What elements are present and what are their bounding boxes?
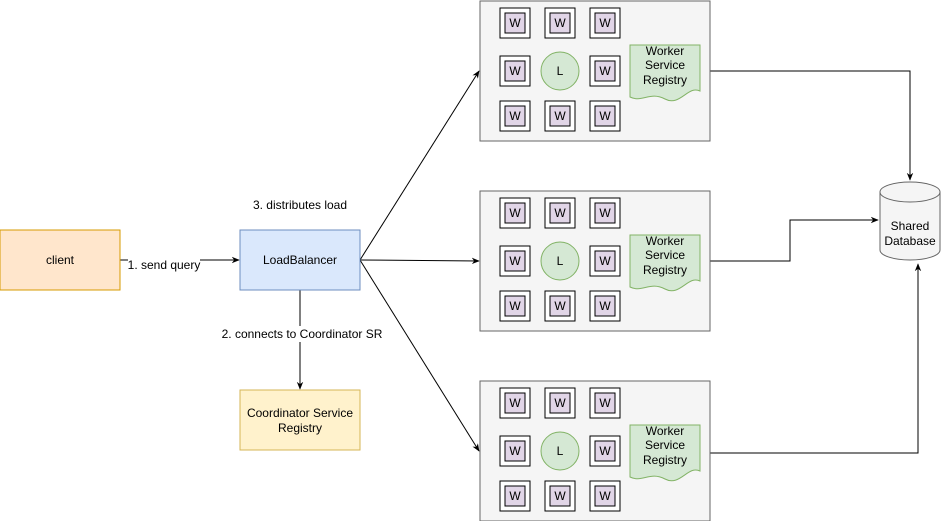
worker-label: W [599,109,611,123]
worker-label: W [599,64,611,78]
worker-label: W [509,64,521,78]
worker-label: W [554,109,566,123]
coordinator-box [239,389,361,451]
registry-label-line2: Service [645,58,685,72]
leader-node [540,431,580,471]
worker-node [549,105,571,127]
worker-service-registry [629,424,701,482]
worker-label: W [509,109,521,123]
worker-node [504,485,526,507]
worker-label: W [599,254,611,268]
worker-node [504,440,526,462]
connects-label-bg [224,326,378,342]
load-balancer-node: LoadBalancer [239,229,361,291]
load-balancer-label: LoadBalancer [263,253,337,267]
edge-loadbalancer-to-cluster-1 [359,70,480,261]
worker-label: W [509,254,521,268]
send-query-label: 1. send query [128,258,201,272]
worker-node [594,440,616,462]
registry-label-line2: Service [645,438,685,452]
worker-node [549,202,571,224]
edge-registry-2-to-database [700,216,879,262]
worker-node [549,392,571,414]
client-box [0,229,121,291]
registry-label-line1: Worker [646,234,684,248]
leader-label: L [557,254,564,268]
edge-registry-3-to-database [700,263,922,454]
worker-node [594,392,616,414]
worker-label: W [554,489,566,503]
registry-label-line1: Worker [646,44,684,58]
leader-label: L [557,444,564,458]
client-node: client [0,229,121,291]
worker-label: W [509,299,521,313]
worker-node [504,202,526,224]
database-top [879,181,941,203]
worker-label: W [599,489,611,503]
worker-node [504,250,526,272]
database-body [879,192,941,261]
worker-label: W [599,444,611,458]
worker-label: W [599,206,611,220]
database-label-line1: Shared [891,219,930,233]
leader-label: L [557,64,564,78]
coordinator-label-line1: Coordinator Service [247,406,353,420]
worker-node [549,12,571,34]
worker-label: W [509,444,521,458]
database-label-line2: Database [884,234,936,248]
worker-label: W [554,206,566,220]
leader-node [540,51,580,91]
worker-node [504,12,526,34]
worker-node [594,202,616,224]
connects-label: 2. connects to Coordinator SR [222,327,383,341]
worker-node [504,105,526,127]
worker-label: W [509,489,521,503]
worker-node [594,105,616,127]
client-label: client [46,253,75,267]
edge-registry-1-to-database [700,70,914,181]
worker-node [504,295,526,317]
worker-service-registry [629,234,701,292]
worker-node [594,485,616,507]
load-balancer-box [239,229,361,291]
edge-loadbalancer-to-cluster-3 [359,259,480,452]
worker-label: W [509,396,521,410]
registry-label-line3: Registry [643,73,687,87]
worker-label: W [599,299,611,313]
worker-label: W [554,396,566,410]
worker-node [549,295,571,317]
worker-node [594,295,616,317]
worker-label: W [599,16,611,30]
coordinator-label-line2: Registry [278,421,322,435]
edge-loadbalancer-to-cluster-2 [359,257,480,265]
leader-node [540,241,580,281]
worker-label: W [599,396,611,410]
worker-node [594,250,616,272]
worker-node [549,485,571,507]
worker-label: W [509,16,521,30]
registry-label-line2: Service [645,248,685,262]
registry-label-line3: Registry [643,263,687,277]
worker-node [504,60,526,82]
worker-label: W [554,16,566,30]
worker-service-registry [629,44,701,102]
worker-label: W [509,206,521,220]
worker-label: W [554,299,566,313]
registry-label-line1: Worker [646,424,684,438]
worker-node [594,60,616,82]
shared-database: Shared Database [879,181,941,261]
send-query-label-bg [128,257,200,273]
worker-node [594,12,616,34]
registry-label-line3: Registry [643,453,687,467]
distributes-load-label: 3. distributes load [253,198,347,212]
worker-node [504,392,526,414]
edges [120,70,922,454]
coordinator-node: Coordinator Service Registry [239,389,361,451]
